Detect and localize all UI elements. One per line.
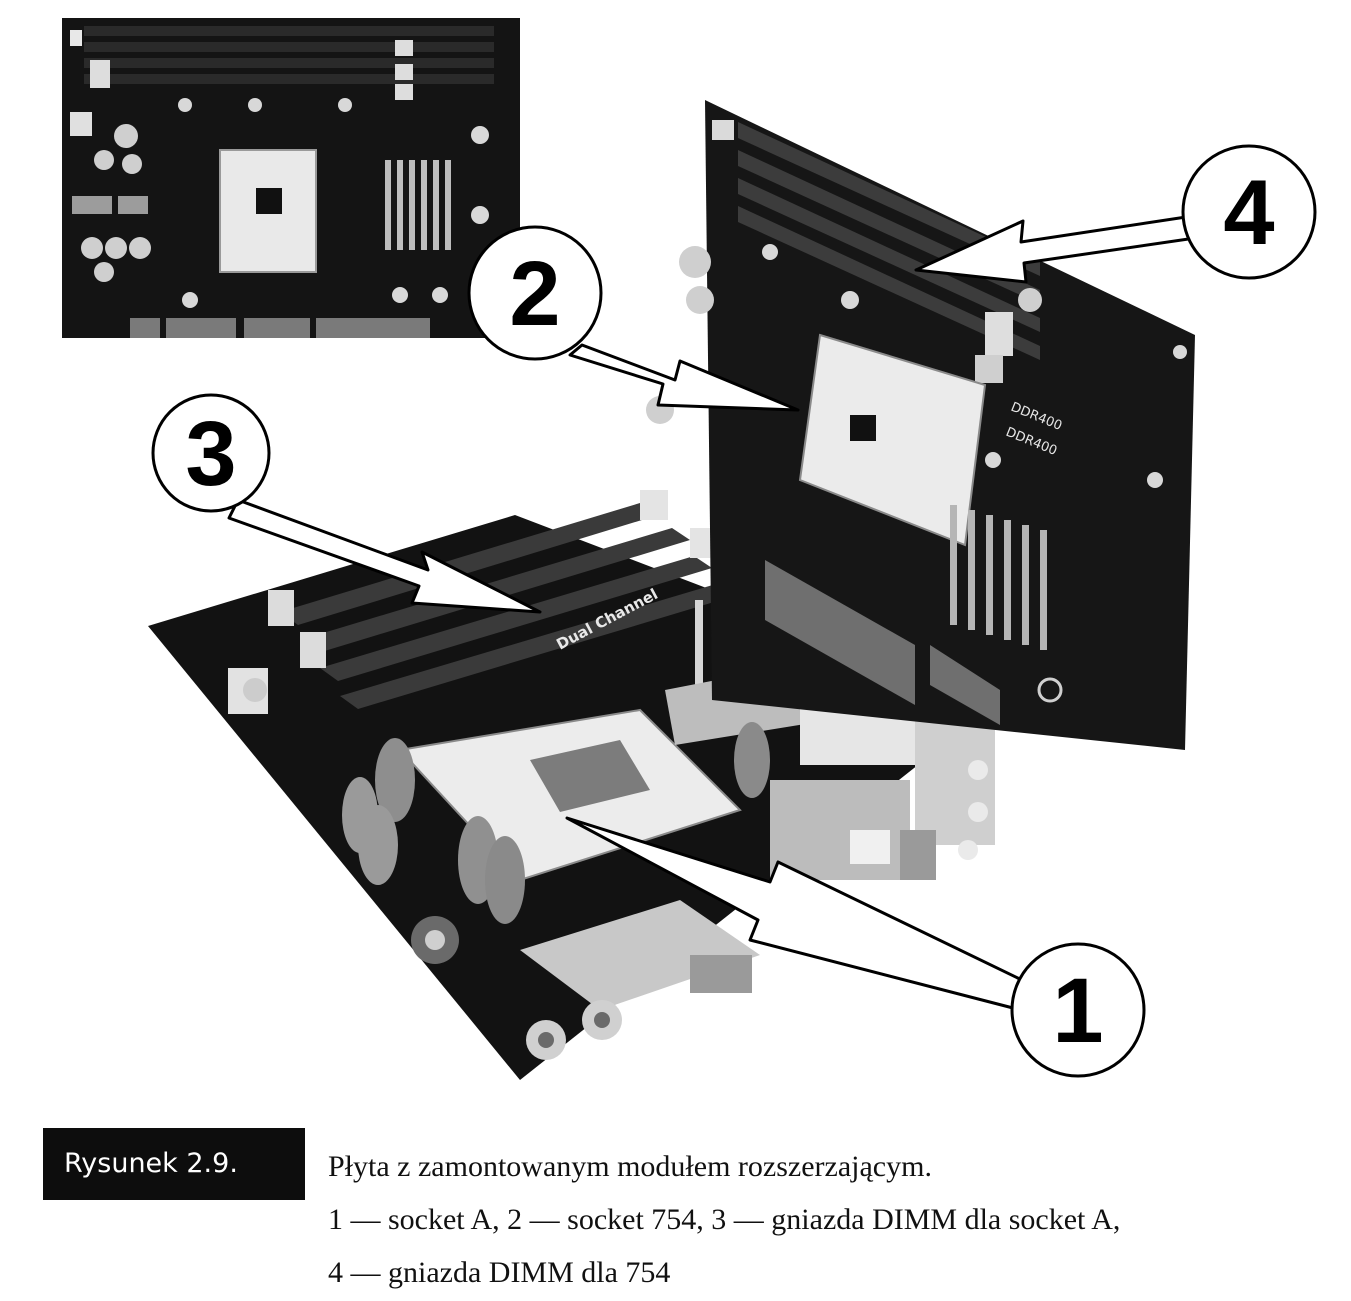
callout-number-2: 2 <box>509 243 560 345</box>
expansion-module-photo <box>62 18 520 338</box>
motherboard-photo: Dual Channel <box>62 18 1317 1080</box>
callout-4: 4 <box>1181 144 1317 280</box>
vertical-module-photo: DDR400 DDR400 <box>646 100 1195 750</box>
callout-1: 1 <box>1010 942 1146 1078</box>
callout-number-1: 1 <box>1052 960 1103 1062</box>
caption-title: Płyta z zamontowanym modułem rozszerzają… <box>328 1150 932 1183</box>
callout-3: 3 <box>151 393 271 513</box>
callout-arrow-4 <box>914 212 1211 284</box>
callout-arrow-1 <box>565 816 1028 1010</box>
callout-number-4: 4 <box>1223 162 1274 264</box>
callout-number-3: 3 <box>185 403 236 505</box>
caption-line-2: 1 — socket A, 2 — socket 754, 3 — gniazd… <box>328 1203 1121 1236</box>
motherboard-figure: Dual Channel <box>62 18 1317 1080</box>
figure-label: Rysunek 2.9. <box>43 1128 305 1200</box>
callout-2: 2 <box>467 225 603 361</box>
callout-arrow-2 <box>568 343 800 412</box>
figure-caption: Płyta z zamontowanym modułem rozszerzają… <box>328 1140 1328 1299</box>
callout-arrow-3 <box>227 498 542 614</box>
caption-line-3: 4 — gniazda DIMM dla 754 <box>328 1256 671 1289</box>
